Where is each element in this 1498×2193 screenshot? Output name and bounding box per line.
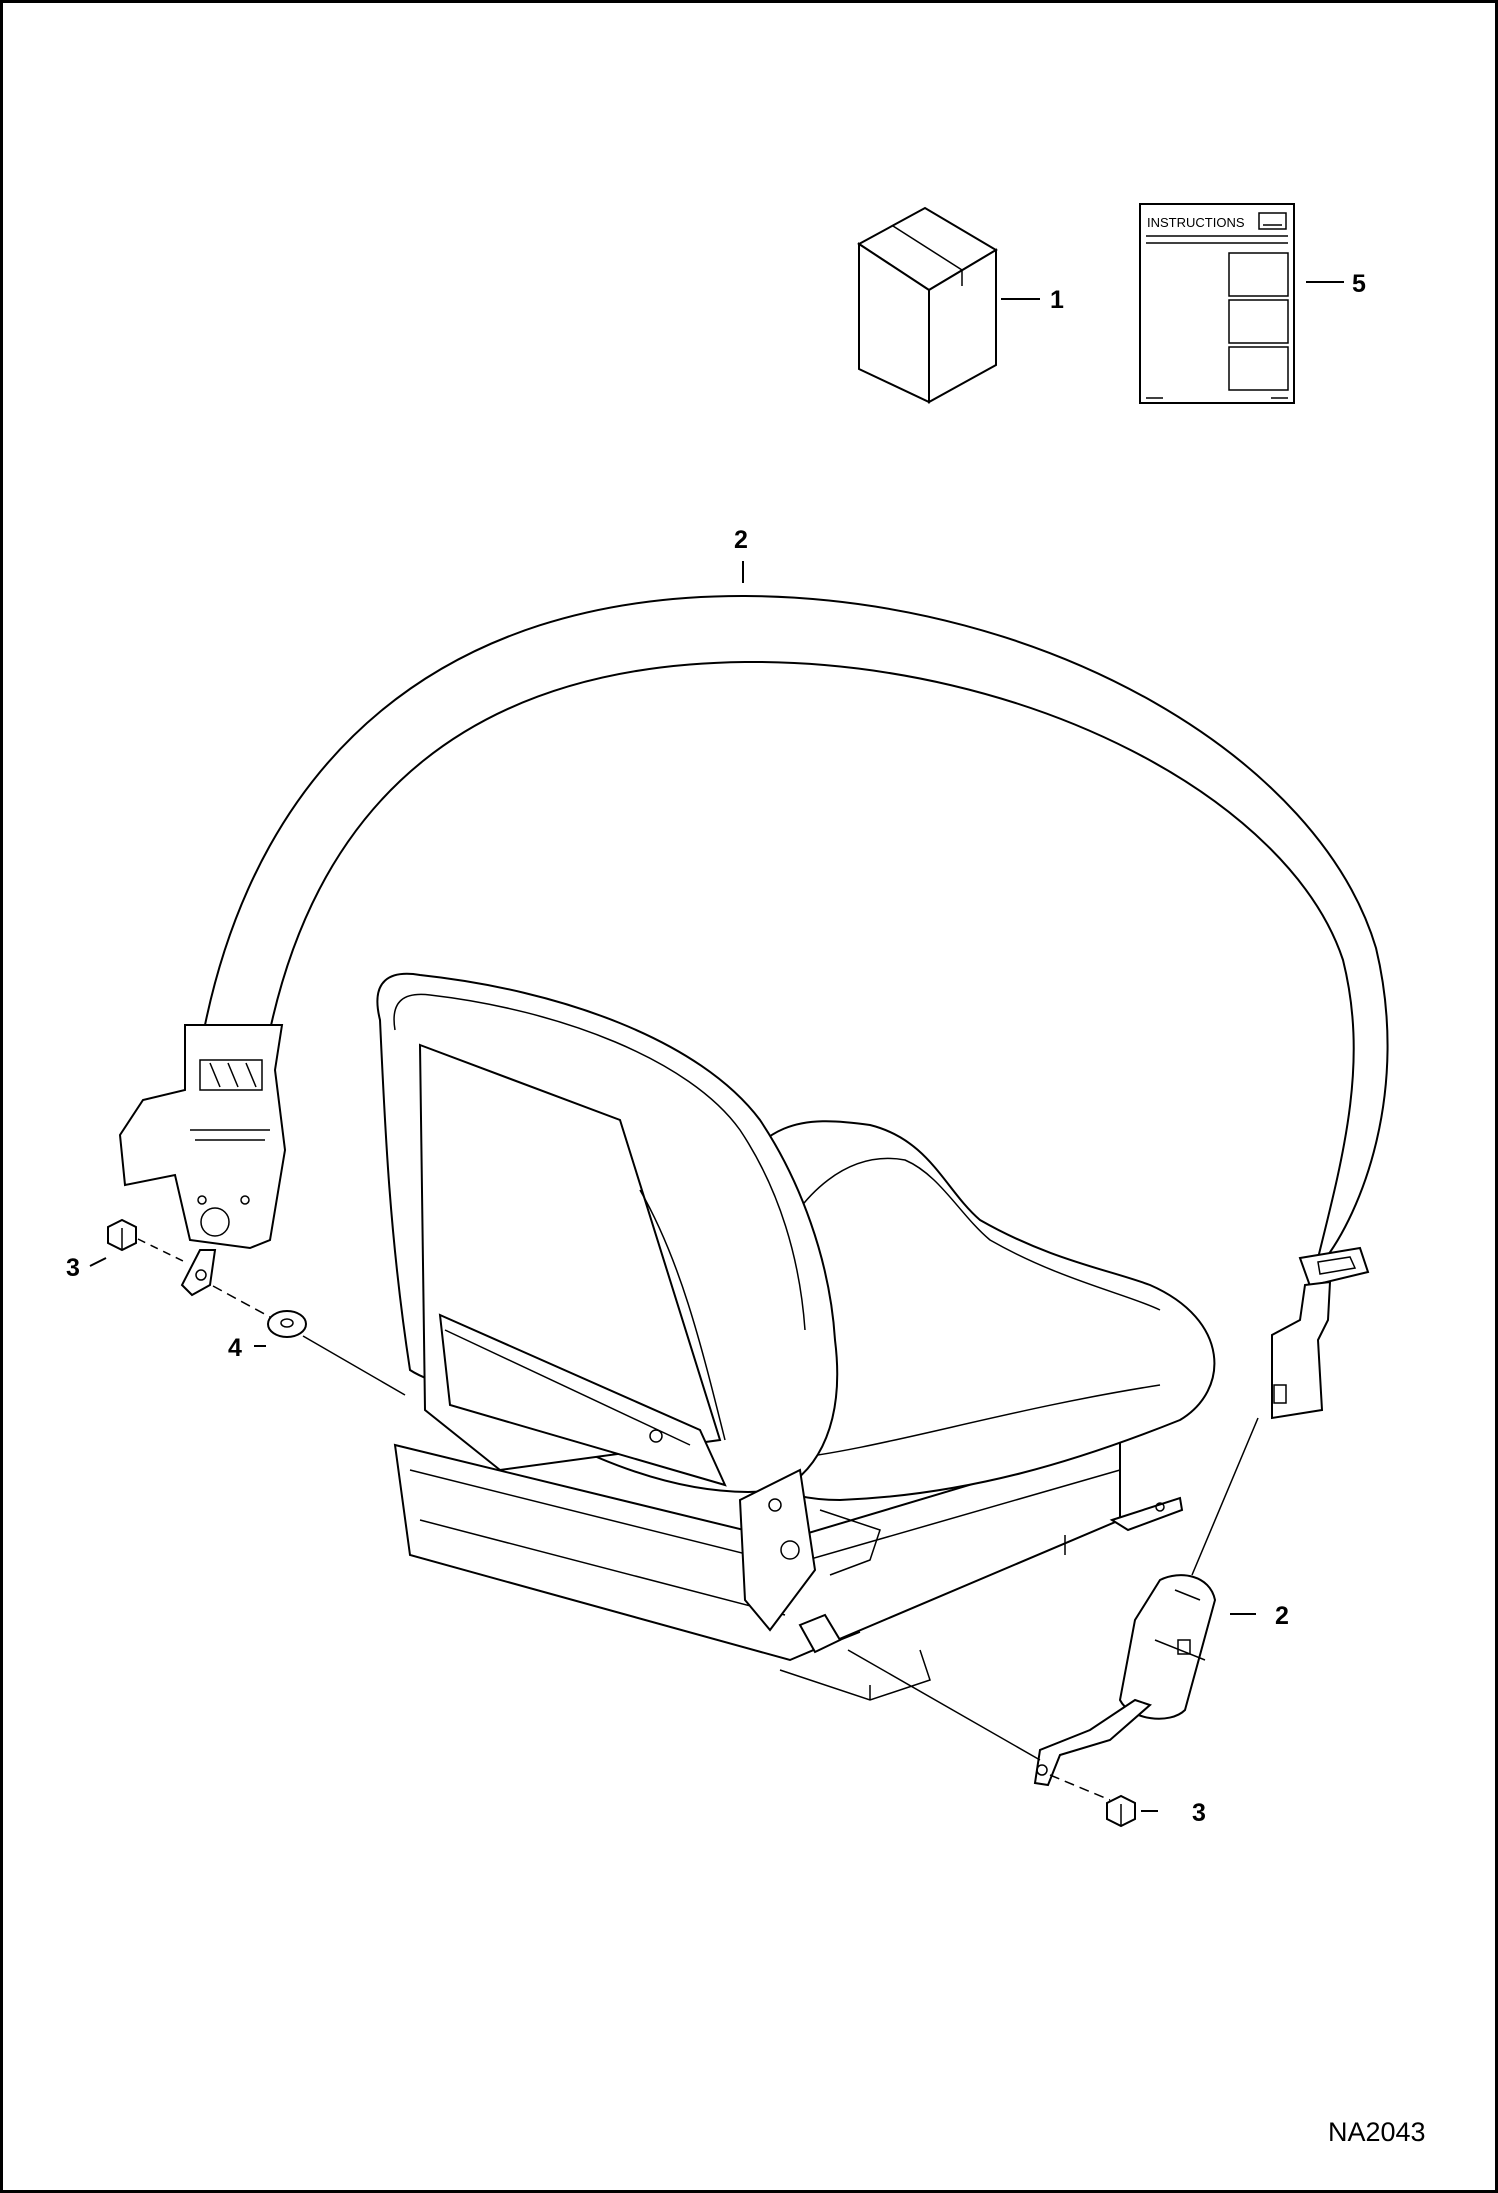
washer-illustration [267,1310,307,1338]
belt-retractor-illustration [118,1024,287,1297]
bolt-axis-washer-a [212,1285,271,1318]
instructions-label: INSTRUCTIONS [1147,215,1245,230]
bolt-axis-washer-b [302,1335,406,1396]
box-part-illustration [857,206,998,404]
callout-2-buckle: 2 [1275,1602,1289,1630]
bolt-axis-left [137,1238,186,1263]
callout-5: 5 [1352,270,1366,298]
hex-nut-right-illustration [1106,1794,1136,1828]
callout-2-belt: 2 [734,526,748,554]
buckle-tongue-connector [1191,1417,1259,1576]
belt-tongue-illustration [1271,1246,1370,1420]
leader-line-3-left [89,1257,107,1267]
callout-4: 4 [228,1334,242,1362]
drawing-number: NA2043 [1328,2117,1426,2147]
belt-buckle-illustration [1033,1574,1217,1787]
belt-webbing-illustration [204,594,1389,1264]
instructions-sheet-illustration: INSTRUCTIONS [1139,203,1295,404]
hex-nut-left-illustration [107,1218,137,1252]
callout-3-left: 3 [66,1254,80,1282]
callout-1: 1 [1050,286,1064,314]
seat-illustration [376,972,1216,1701]
bolt-axis-right-dashed [1049,1774,1111,1801]
callout-3-right: 3 [1192,1799,1206,1827]
bolt-axis-right [847,1649,1041,1761]
